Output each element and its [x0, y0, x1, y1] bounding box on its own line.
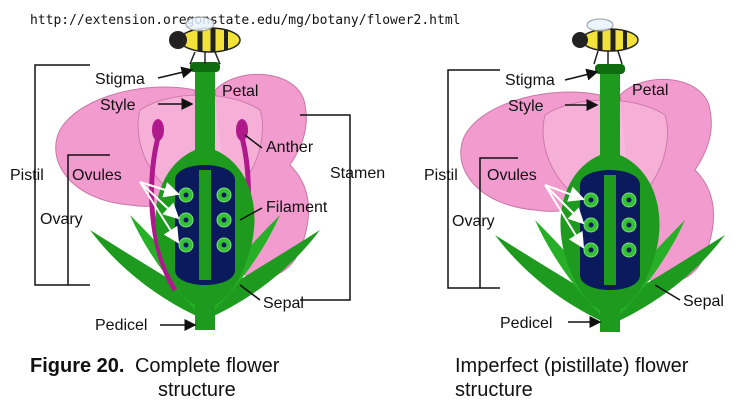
- caption-left-line1: Complete flower: [135, 355, 280, 377]
- label-pistil-imperfect: Pistil: [424, 167, 458, 184]
- caption-left-line2: structure: [158, 379, 236, 401]
- caption-right-line2: structure: [455, 379, 533, 401]
- label-ovary: Ovary: [40, 211, 83, 228]
- label-sepal-imperfect: Sepal: [683, 293, 724, 310]
- complete-flower-diagram: Stigma Style Petal Anther Stamen Pistil …: [10, 17, 385, 401]
- label-ovary-imperfect: Ovary: [452, 213, 495, 230]
- label-pedicel: Pedicel: [95, 317, 147, 334]
- source-url: http://extension.oregonstate.edu/mg/bota…: [30, 13, 460, 28]
- label-petal: Petal: [222, 83, 258, 100]
- label-sepal: Sepal: [263, 295, 304, 312]
- label-style-imperfect: Style: [508, 98, 544, 115]
- caption-figure-number: Figure 20.: [30, 355, 124, 377]
- bee-icon-imperfect: [572, 19, 638, 64]
- label-style: Style: [100, 97, 136, 114]
- label-stigma: Stigma: [95, 71, 145, 88]
- label-stamen: Stamen: [330, 165, 385, 182]
- label-ovules-imperfect: Ovules: [487, 167, 537, 184]
- stigma-arrow-imperfect: [565, 72, 597, 80]
- label-petal-imperfect: Petal: [632, 82, 668, 99]
- label-anther: Anther: [266, 139, 314, 156]
- imperfect-flower-diagram: Stigma Style Petal Pistil Ovules Ovary S…: [424, 19, 725, 401]
- label-pedicel-imperfect: Pedicel: [500, 315, 552, 332]
- label-stigma-imperfect: Stigma: [505, 72, 555, 89]
- caption-right-line1: Imperfect (pistillate) flower: [455, 355, 689, 377]
- figure-caption-left: Figure 20. Complete flower: [30, 355, 280, 377]
- label-filament: Filament: [266, 199, 328, 216]
- stigma-arrow: [158, 70, 192, 78]
- label-ovules: Ovules: [72, 167, 122, 184]
- label-pistil: Pistil: [10, 167, 44, 184]
